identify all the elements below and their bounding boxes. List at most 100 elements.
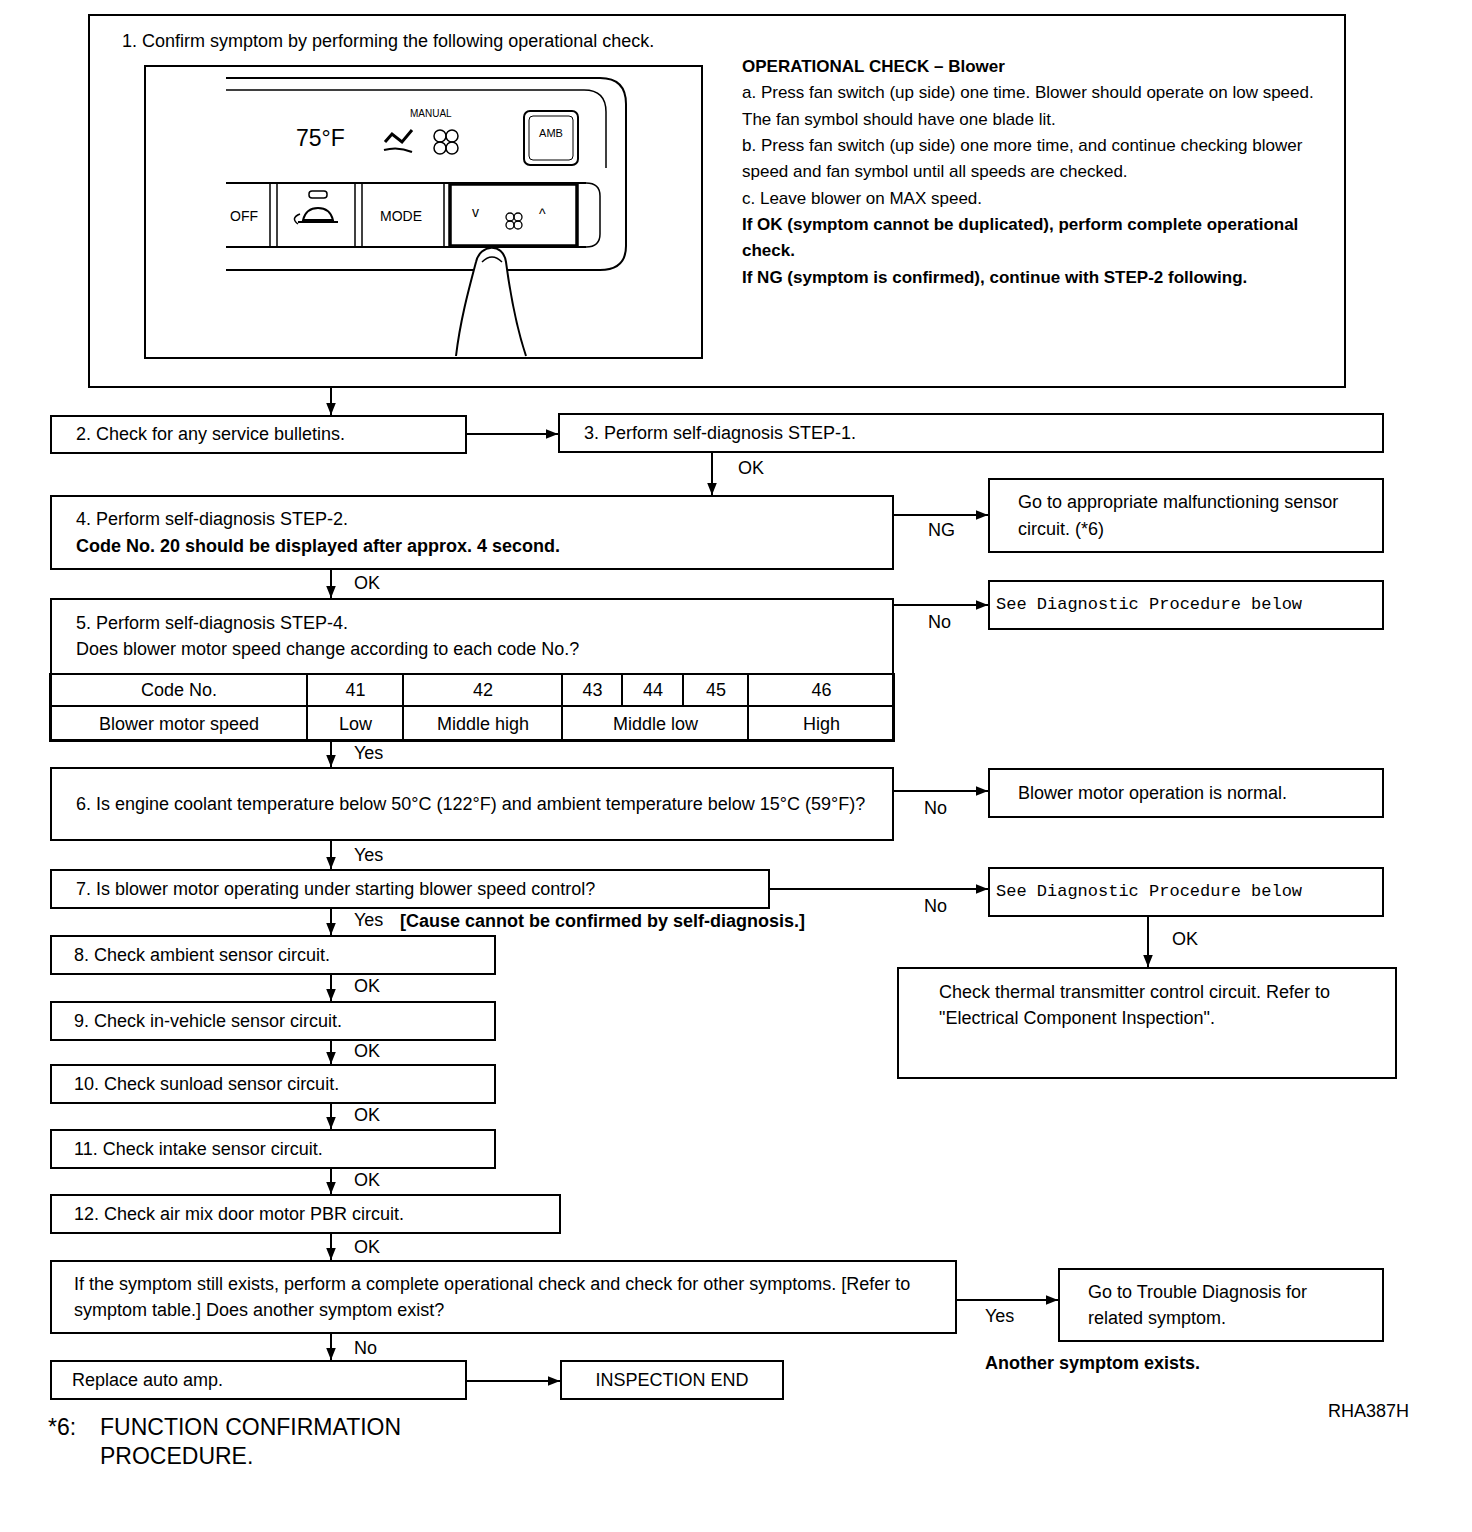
drawing-stroke [294,214,300,224]
drawing-stroke [50,705,894,707]
result-box: See Diagnostic Procedure below [988,580,1384,630]
table-cell: Code No. [52,676,306,705]
display-mode: MANUAL [410,108,470,122]
node-text: Blower motor operation is normal. [1018,780,1354,806]
flow-arrow [330,1041,332,1064]
button-label: AMB [529,126,573,142]
node-text: 12. Check air mix door motor PBR circuit… [74,1201,537,1227]
flow-arrow [330,741,332,767]
node-text: b. Press fan switch (up side) one more t… [742,133,1338,186]
figure-id: RHA387H [1328,1400,1438,1424]
drawing-stroke [145,66,702,358]
edge-label: OK [352,977,382,997]
decision-box: 7. Is blower motor operating under start… [50,869,770,909]
table-cell: 42 [405,676,561,705]
text-group: Go to appropriate malfunctioning sensor … [1018,489,1354,541]
flow-arrow [330,1104,332,1129]
drawing-stroke [385,130,412,142]
flow-arrow [711,453,713,495]
flow-arrow [957,1299,1058,1301]
decision-box: If the symptom still exists, perform a c… [50,1260,957,1334]
text-group: 10. Check sunload sensor circuit. [74,1071,472,1097]
process-box: 10. Check sunload sensor circuit. [50,1064,496,1104]
text-group: 2. Check for any service bulletins. [76,421,441,447]
text-group: 11. Check intake sensor circuit. [74,1136,472,1162]
result-box: Go to Trouble Diagnosis for related symp… [1058,1268,1384,1342]
flow-arrow [330,1234,332,1260]
text-group: Go to Trouble Diagnosis for related symp… [1088,1279,1354,1331]
step-box: 1. Confirm symptom by performing the fol… [88,14,1346,388]
edge-label: OK [352,574,382,594]
table-cell: Middle low [564,708,747,740]
drawing-stroke [50,674,894,741]
text-group: 3. Perform self-diagnosis STEP-1. [584,420,1358,446]
drawing-stroke [446,130,458,142]
drawing-stroke [434,142,446,154]
node-text: See Diagnostic Procedure below [996,593,1376,618]
button-symbol: ^ [539,206,555,226]
result-box: Blower motor operation is normal. [988,768,1384,818]
drawing-stroke [621,674,623,706]
process-box: 4. Perform self-diagnosis STEP-2.Code No… [50,495,894,570]
footnote-mark: *6: [48,1413,92,1443]
flow-arrow [894,604,988,606]
table-cell: 46 [750,676,893,705]
table-cell: 45 [685,676,747,705]
drawing-stroke [361,183,363,247]
text-group: 8. Check ambient sensor circuit. [74,942,472,968]
flow-arrow [330,1169,332,1194]
node-text: a. Press fan switch (up side) one time. … [742,80,1338,133]
flow-arrow [1147,917,1149,967]
process-box: 2. Check for any service bulletins. [50,415,467,454]
bold-text: OPERATIONAL CHECK – Blower [742,54,1338,80]
process-box: 8. Check ambient sensor circuit. [50,935,496,975]
text-group: 5. Perform self-diagnosis STEP-4.Does bl… [76,610,876,662]
edge-label: Yes [352,846,385,866]
flow-arrow [894,514,988,516]
node-text: Go to appropriate malfunctioning sensor … [1018,489,1354,541]
drawing-stroke [226,78,626,270]
bold-text: If OK (symptom cannot be duplicated), pe… [742,212,1338,265]
drawing-stroke [306,674,308,741]
text-group: 7. Is blower motor operating under start… [76,876,744,902]
drawing-stroke [402,674,404,741]
flow-arrow [467,433,558,435]
text-group: 12. Check air mix door motor PBR circuit… [74,1201,537,1227]
note: Another symptom exists. [985,1352,1285,1376]
button-label: MODE [380,208,438,228]
node-text: 4. Perform self-diagnosis STEP-2. [76,506,868,532]
edge-label: No [922,799,949,819]
edge-label: OK [352,1042,382,1062]
drawing-stroke [309,191,327,198]
drawing-stroke [443,183,445,247]
bold-text: Code No. 20 should be displayed after ap… [76,533,868,559]
node-text: 11. Check intake sensor circuit. [74,1136,472,1162]
text-group: See Diagnostic Procedure below [996,880,1376,905]
drawing-stroke [561,674,563,741]
button-symbol: v [472,204,488,224]
edge-label: OK [352,1171,382,1191]
text-group: 6. Is engine coolant temperature below 5… [76,791,868,817]
node-text: 8. Check ambient sensor circuit. [74,942,472,968]
table-cell: 43 [564,676,621,705]
bold-text: If NG (symptom is confirmed), continue w… [742,265,1338,291]
node-text: 2. Check for any service bulletins. [76,421,441,447]
drawing-stroke [506,213,514,221]
node-text: Check thermal transmitter control circui… [939,979,1355,1031]
drawing-stroke [434,130,446,142]
drawing-stroke [529,116,573,160]
drawing-stroke [298,208,338,222]
flow-arrow [467,1380,560,1382]
process-box: 11. Check intake sensor circuit. [50,1129,496,1169]
flow-arrow [330,570,332,598]
edge-label: OK [352,1106,382,1126]
drawing-stroke [482,257,502,262]
flow-arrow [330,841,332,869]
text-group: If the symptom still exists, perform a c… [74,1271,933,1323]
table-cell: 44 [624,676,682,705]
drawing-stroke [514,221,522,229]
footnote: FUNCTION CONFIRMATION PROCEDURE. [100,1413,440,1477]
text-group: Replace auto amp. [72,1367,445,1393]
node-text: See Diagnostic Procedure below [996,880,1376,905]
node-text: 9. Check in-vehicle sensor circuit. [74,1008,472,1034]
